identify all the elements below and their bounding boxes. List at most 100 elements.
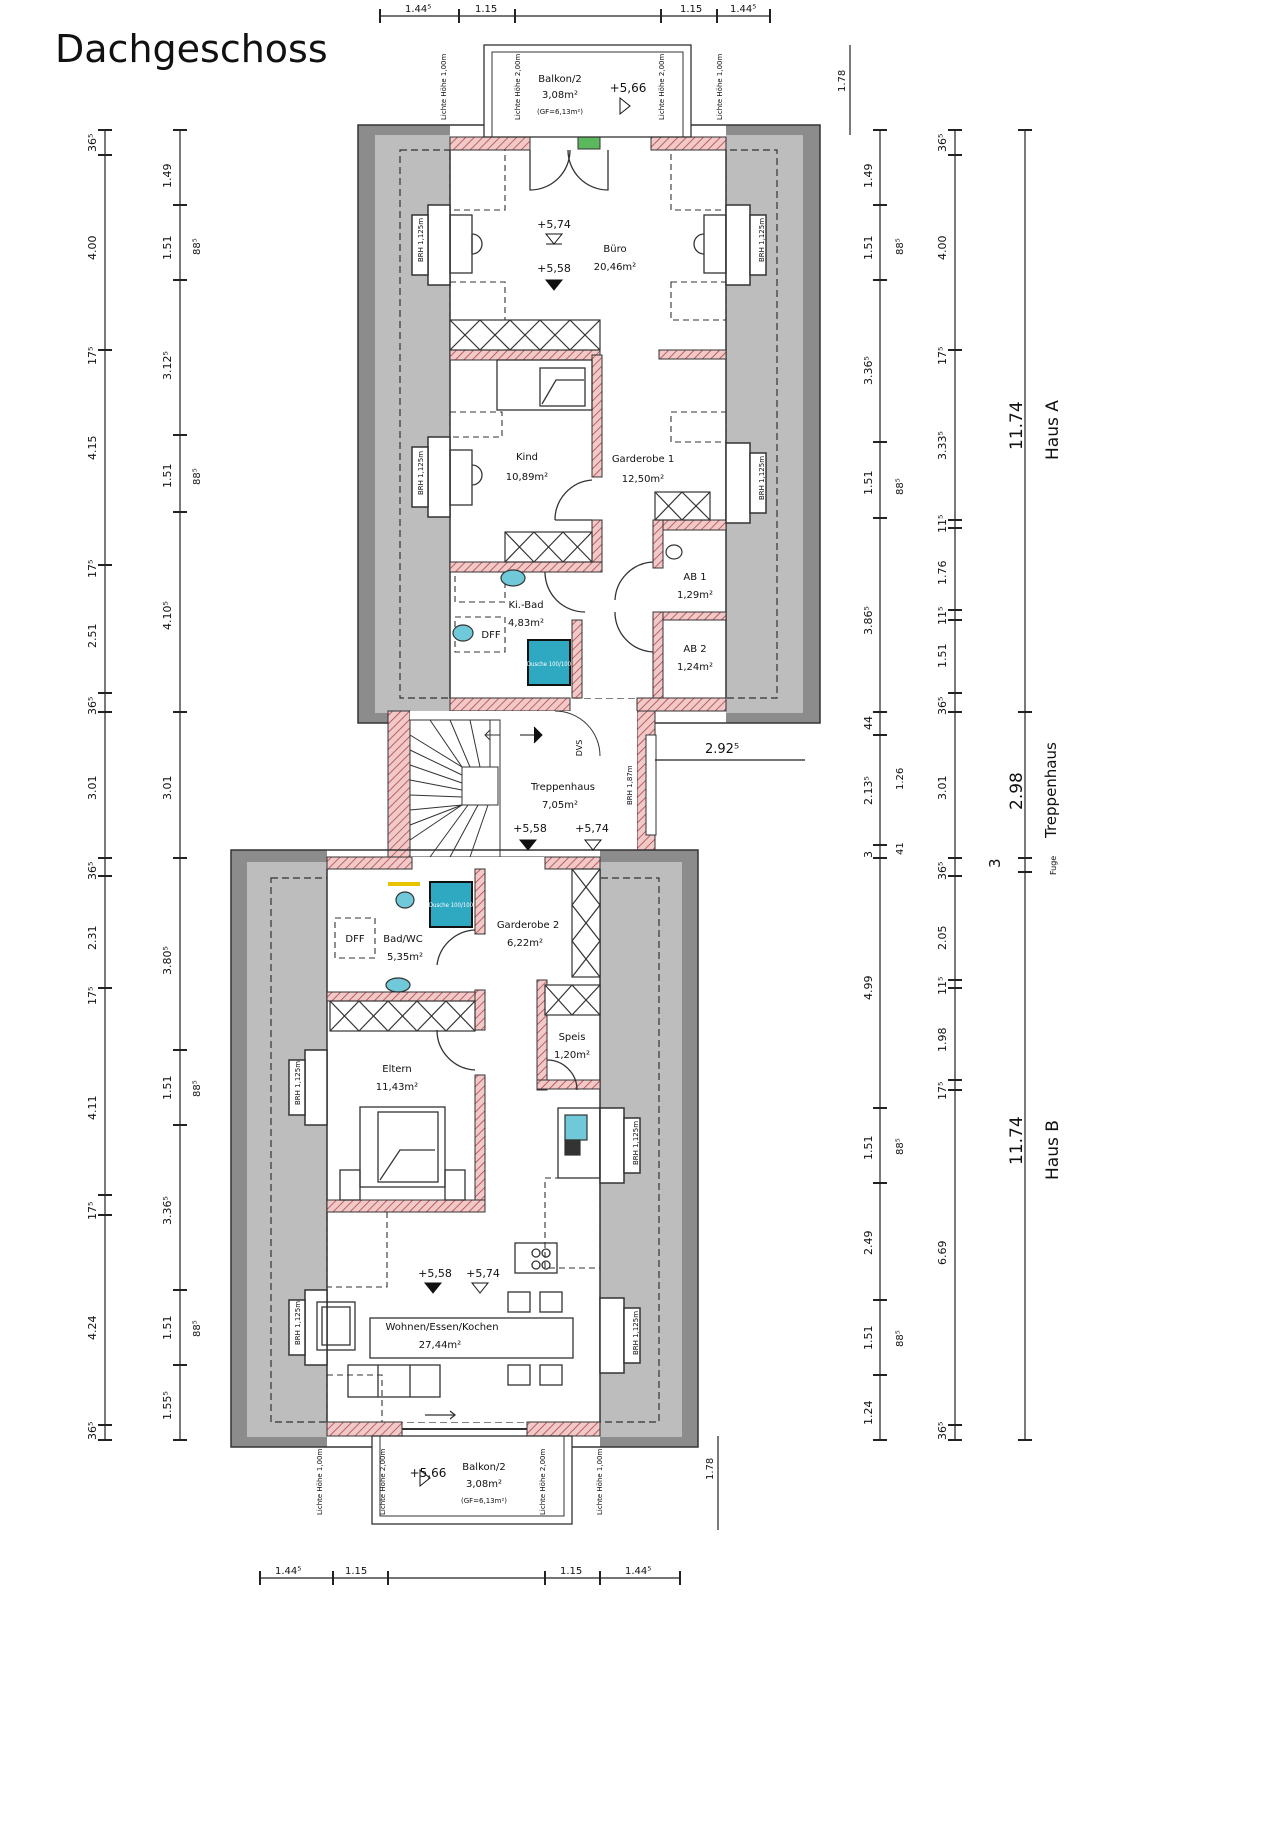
brh-th-label: BRH 1,87m bbox=[626, 765, 634, 805]
dim-top-4: 1.44⁵ bbox=[730, 4, 756, 15]
treppenhaus-dvs: DVS bbox=[575, 740, 584, 757]
dim-bottom-2: 1.15 bbox=[345, 1566, 367, 1577]
speis-area: 1,20m² bbox=[554, 1050, 590, 1061]
brh-label: BRH 1,125m bbox=[417, 451, 425, 495]
garderobe1-area: 12,50m² bbox=[622, 474, 664, 485]
level-markers bbox=[419, 96, 631, 1488]
buero-level-bottom: +5,58 bbox=[537, 262, 571, 275]
right-outer-13: 11⁵ bbox=[936, 977, 949, 995]
kind-name: Kind bbox=[516, 452, 538, 463]
left-mid-6: 3.01 bbox=[161, 776, 174, 801]
left-sill-3: 88⁵ bbox=[192, 1080, 203, 1097]
right-outer-12: 2.05 bbox=[936, 926, 949, 951]
lichte-label: Lichte Höhe 2,00m bbox=[514, 53, 522, 120]
right-sill-3: 88⁵ bbox=[895, 1138, 906, 1155]
left-outer-11: 17⁵ bbox=[86, 987, 99, 1005]
dim-bottom-1: 1.44⁵ bbox=[275, 1566, 301, 1577]
dim-top-2: 1.15 bbox=[475, 4, 497, 15]
left-mid-5: 4.10⁵ bbox=[161, 601, 174, 630]
left-mid-10: 1.51 bbox=[161, 1316, 174, 1341]
right-outer-16: 6.69 bbox=[936, 1241, 949, 1266]
kibad-area: 4,83m² bbox=[508, 618, 544, 629]
left-sill-4: 88⁵ bbox=[192, 1320, 203, 1337]
th-label: Treppenhaus bbox=[1042, 742, 1060, 839]
wohnen-name: Wohnen/Essen/Kochen bbox=[385, 1322, 498, 1333]
speis-name: Speis bbox=[559, 1032, 586, 1043]
lichte-label: Lichte Höhe 2,00m bbox=[658, 53, 666, 120]
left-mid-7: 3.80⁵ bbox=[161, 946, 174, 975]
fuge-label: Fuge bbox=[1049, 856, 1058, 875]
ab2-area: 1,24m² bbox=[677, 662, 713, 673]
left-sill-1: 88⁵ bbox=[192, 238, 203, 255]
right-inner-7: 2.13⁵ bbox=[862, 776, 875, 805]
badwc-name: Bad/WC bbox=[383, 934, 423, 945]
right-outer-2: 4.00 bbox=[936, 236, 949, 261]
left-mid-11: 1.55⁵ bbox=[161, 1391, 174, 1420]
left-mid-9: 3.36⁵ bbox=[161, 1196, 174, 1225]
right-outer-7: 11⁵ bbox=[936, 607, 949, 625]
lichte-label: Lichte Höhe 2,00m bbox=[539, 1448, 547, 1515]
left-outer-14: 4.24 bbox=[86, 1316, 99, 1341]
treppenhaus-level-left: +5,58 bbox=[513, 822, 547, 835]
right-sill-1: 88⁵ bbox=[895, 238, 906, 255]
floor-plan: Dachgeschoss bbox=[55, 4, 1063, 1585]
dim-balkon-bottom: 1.78 bbox=[705, 1458, 716, 1480]
haus-a-label: Haus A bbox=[1043, 400, 1063, 460]
balkon-bottom-note: (GF=6,13m²) bbox=[461, 1497, 507, 1505]
dim-292: 2.92⁵ bbox=[705, 742, 739, 757]
left-outer-10: 2.31 bbox=[86, 926, 99, 951]
right-inner-4: 1.51 bbox=[862, 471, 875, 496]
brh-label: BRH 1,125m bbox=[632, 1311, 640, 1355]
right-inner-5: 3.86⁵ bbox=[862, 606, 875, 635]
left-outer-5: 17⁵ bbox=[86, 560, 99, 578]
right-outer-4: 3.33⁵ bbox=[936, 431, 949, 460]
balkon-top-level: +5,66 bbox=[610, 81, 647, 95]
balkon-bottom-name: Balkon/2 bbox=[462, 1462, 505, 1473]
th-length: 2.98 bbox=[1007, 772, 1027, 810]
haus-a-length: 11.74 bbox=[1007, 401, 1027, 450]
haus-b-length: 11.74 bbox=[1007, 1116, 1027, 1165]
right-inner-10: 1.51 bbox=[862, 1136, 875, 1161]
ab2-name: AB 2 bbox=[683, 644, 706, 655]
balkon-bottom-area: 3,08m² bbox=[466, 1479, 502, 1490]
right-outer-9: 36⁵ bbox=[936, 697, 949, 715]
lichte-label: Lichte Höhe 2,00m bbox=[379, 1448, 387, 1515]
right-small-2: 41 bbox=[895, 842, 906, 855]
left-outer-7: 36⁵ bbox=[86, 697, 99, 715]
treppenhaus-level-right: +5,74 bbox=[575, 822, 609, 835]
buero-name: Büro bbox=[603, 244, 626, 255]
wohnen-area: 27,44m² bbox=[419, 1340, 461, 1351]
right-outer-10: 3.01 bbox=[936, 776, 949, 801]
right-inner-9: 4.99 bbox=[862, 976, 875, 1001]
right-inner-8: 3 bbox=[862, 851, 875, 858]
brh-label: BRH 1,125m bbox=[417, 218, 425, 262]
left-outer-15: 36⁵ bbox=[86, 1422, 99, 1440]
dim-top-3: 1.15 bbox=[680, 4, 702, 15]
right-outer-5: 11⁵ bbox=[936, 515, 949, 533]
left-mid-1: 1.49 bbox=[161, 164, 174, 189]
buero-level-top: +5,74 bbox=[537, 218, 571, 231]
left-outer-13: 17⁵ bbox=[86, 1202, 99, 1220]
treppenhaus-structure bbox=[387, 710, 657, 861]
left-outer-2: 4.00 bbox=[86, 236, 99, 261]
ab1-name: AB 1 bbox=[683, 572, 706, 583]
dim-bottom-3: 1.15 bbox=[560, 1566, 582, 1577]
left-sill-2: 88⁵ bbox=[192, 468, 203, 485]
dim-bottom-4: 1.44⁵ bbox=[625, 1566, 651, 1577]
brh-label: BRH 1,125m bbox=[632, 1121, 640, 1165]
th-3: 3 bbox=[986, 858, 1004, 868]
left-outer-4: 4.15 bbox=[86, 436, 99, 461]
kibad-name: Ki.-Bad bbox=[508, 600, 543, 611]
right-inner-3: 3.36⁵ bbox=[862, 356, 875, 385]
brh-label: BRH 1,125m bbox=[758, 218, 766, 262]
lichte-label: Lichte Höhe 1,00m bbox=[316, 1448, 324, 1515]
right-outer-15: 17⁵ bbox=[936, 1082, 949, 1100]
right-outer-3: 17⁵ bbox=[936, 347, 949, 365]
balcony-top bbox=[483, 44, 692, 138]
kind-area: 10,89m² bbox=[506, 472, 548, 483]
haus-b-label: Haus B bbox=[1043, 1120, 1063, 1180]
left-mid-3: 3.12⁵ bbox=[161, 351, 174, 380]
dimension-lines bbox=[104, 15, 1026, 1579]
left-outer-6: 2.51 bbox=[86, 624, 99, 649]
ab1-area: 1,29m² bbox=[677, 590, 713, 601]
